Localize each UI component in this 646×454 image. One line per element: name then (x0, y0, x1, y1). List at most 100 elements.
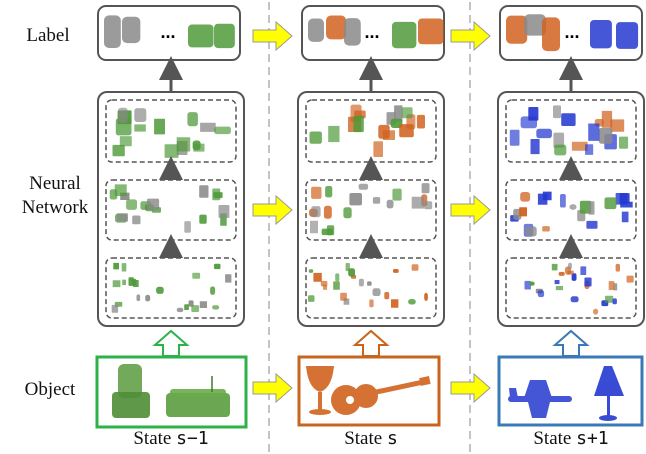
feature-glyph (411, 196, 424, 209)
row-label-object: Object (24, 379, 76, 400)
feature-glyph (218, 205, 230, 218)
layer-top-2-features (309, 104, 425, 157)
feature-glyph (612, 298, 617, 305)
label-thumbnail (344, 18, 361, 46)
state-label-1: State s−1 (96, 428, 246, 450)
feature-glyph (391, 299, 399, 308)
object-guitar (331, 376, 431, 415)
feature-glyph (613, 283, 618, 291)
label-thumbnail (214, 23, 235, 49)
feature-glyph (536, 128, 552, 139)
label-thumbnail (122, 16, 141, 44)
feature-glyph (119, 136, 132, 147)
feature-glyph (568, 262, 572, 270)
feature-glyph (528, 107, 539, 121)
label-ellipsis-1: ... (160, 22, 175, 42)
feature-glyph (601, 110, 613, 128)
feature-glyph (421, 183, 430, 194)
label-ellipsis-2: ... (364, 22, 379, 42)
feature-glyph (199, 214, 207, 224)
feature-glyph (212, 305, 220, 310)
row-label-label: Label (26, 25, 70, 46)
feature-glyph (113, 262, 119, 270)
layer-mid-3-features (510, 191, 633, 237)
feature-glyph (386, 199, 394, 209)
feature-glyph (200, 122, 216, 132)
feature-glyph (570, 296, 579, 303)
feature-glyph (122, 279, 126, 286)
state-label-3-prefix: State (533, 428, 577, 449)
feature-glyph (608, 281, 615, 290)
feature-glyph (399, 124, 414, 138)
feature-glyph (378, 124, 390, 139)
column-state-s-minus-1: ... (95, 5, 248, 429)
feature-glyph (588, 201, 595, 215)
label-thumbnail (524, 14, 546, 36)
feature-glyph (555, 286, 563, 291)
feature-glyph (147, 198, 160, 210)
label-objects-1 (104, 15, 235, 49)
layer-top-2 (305, 99, 437, 163)
layer-bot-1-features (111, 262, 232, 313)
object-goblet (306, 366, 334, 415)
label-thumbnail (506, 15, 528, 44)
feature-glyph (560, 194, 566, 208)
object-chair (112, 364, 150, 418)
state-label-3: State s+1 (496, 428, 646, 450)
feature-glyph (571, 141, 588, 151)
label-ellipsis-3: ... (564, 22, 579, 42)
feature-glyph (333, 281, 340, 290)
layer-mid-1-features (109, 184, 230, 233)
feature-glyph (193, 143, 205, 152)
label-thumbnail (188, 24, 214, 48)
feature-glyph (111, 304, 119, 313)
yellow-right-arrow-obj-2 (450, 372, 491, 404)
feature-glyph (530, 139, 540, 155)
feature-glyph (118, 107, 128, 123)
feature-glyph (126, 199, 137, 210)
yellow-right-arrow-net-2 (450, 194, 491, 226)
feature-glyph (384, 292, 390, 300)
transition-arrows (252, 20, 491, 404)
feature-glyph (325, 186, 333, 198)
feature-glyph (134, 124, 146, 132)
yellow-right-arrow-label-2 (450, 20, 491, 52)
feature-glyph (116, 213, 128, 222)
state-label-3-suffix: s+1 (576, 428, 609, 449)
feature-glyph (348, 268, 355, 277)
feature-glyph (367, 281, 372, 286)
feature-glyph (112, 280, 121, 288)
feature-glyph (372, 197, 381, 204)
feature-glyph (615, 193, 628, 205)
feature-glyph (626, 275, 634, 283)
feature-glyph (411, 264, 419, 271)
feature-glyph (610, 119, 625, 132)
label-thumbnail (326, 15, 347, 40)
feature-glyph (537, 193, 548, 205)
feature-glyph (369, 299, 374, 308)
feature-glyph (313, 272, 322, 282)
feature-glyph (176, 137, 191, 152)
feature-glyph (373, 141, 383, 157)
feature-glyph (551, 263, 558, 271)
feature-glyph (393, 269, 399, 273)
feature-glyph (132, 215, 141, 225)
feature-glyph (308, 269, 314, 273)
feature-glyph (604, 197, 617, 210)
feature-glyph (580, 266, 587, 275)
feature-glyph (579, 200, 592, 214)
layer-top-1-features (112, 107, 231, 158)
feature-glyph (525, 226, 537, 237)
label-thumbnail (542, 17, 561, 52)
yellow-right-arrow-obj-1 (252, 372, 293, 404)
label-thumbnail (616, 22, 639, 49)
feature-glyph (345, 263, 350, 272)
feature-glyph (323, 205, 332, 219)
feature-glyph (621, 211, 629, 223)
feature-glyph (408, 299, 416, 305)
object-sofa (166, 376, 230, 417)
feature-glyph (372, 288, 381, 296)
feature-glyph (401, 107, 413, 119)
layer-bot-2-features (308, 263, 428, 308)
feature-glyph (121, 263, 127, 272)
